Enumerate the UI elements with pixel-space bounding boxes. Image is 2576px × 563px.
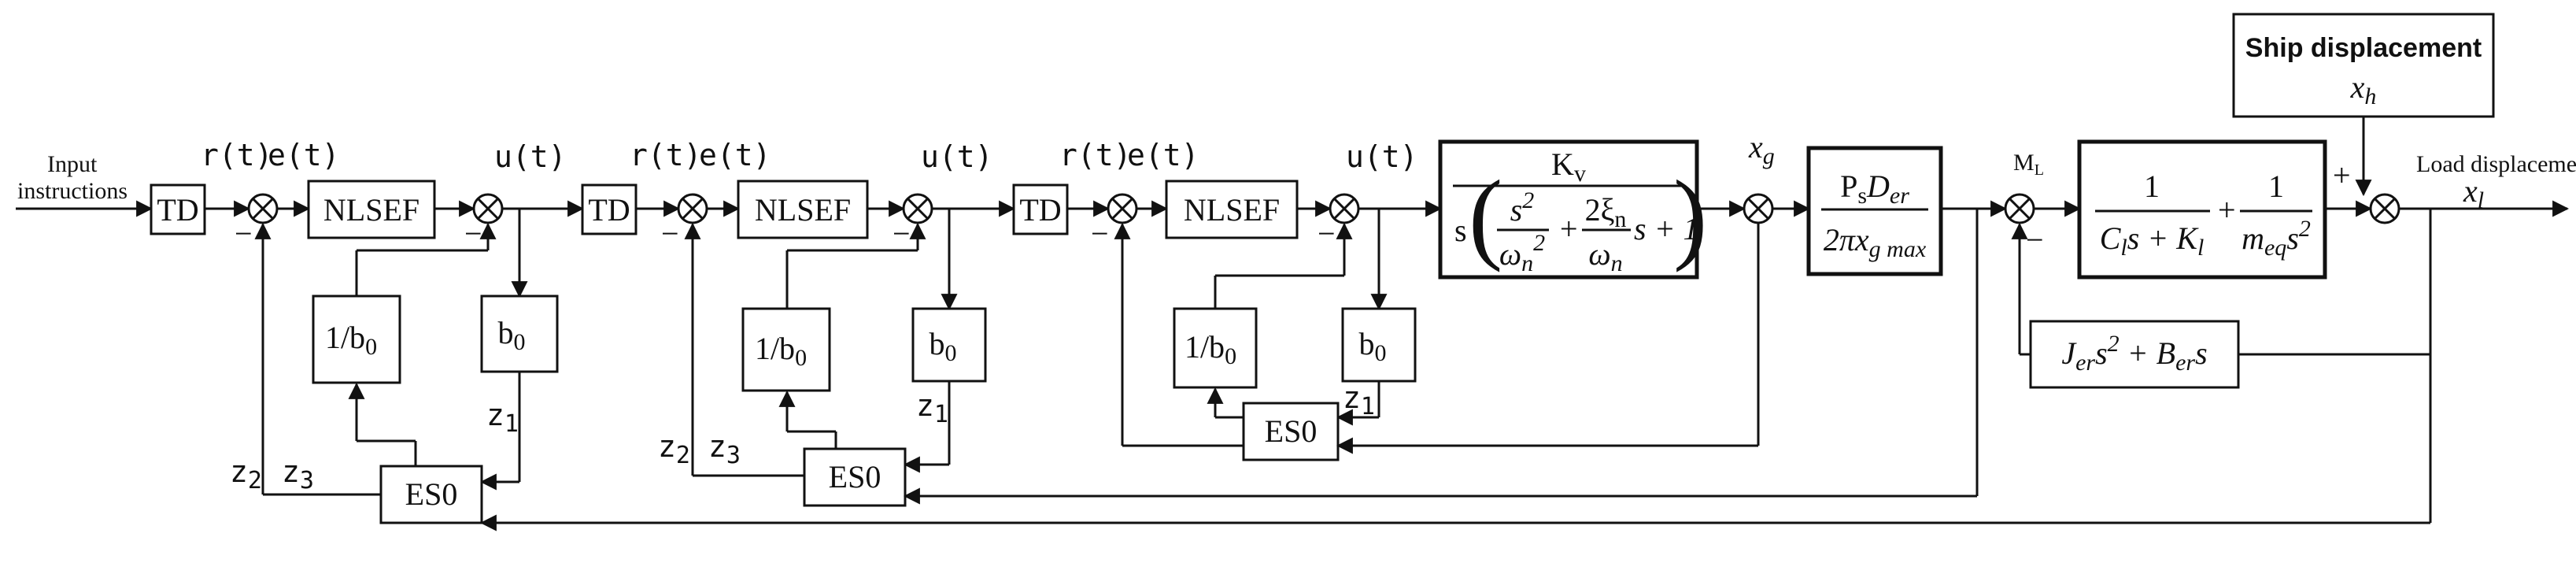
svg-text:Cls + Kl: Cls + Kl <box>2100 220 2205 261</box>
svg-text:PsDer: PsDer <box>1840 169 1909 209</box>
z1-label-3: z1 <box>1343 380 1375 420</box>
b0-label-2: b0 <box>930 326 957 366</box>
td-label-3: TD <box>1019 192 1061 228</box>
input-label-line1: Input <box>47 151 98 177</box>
nlsef-label-1: NLSEF <box>323 192 419 228</box>
svg-text:2πxg max: 2πxg max <box>1824 222 1927 262</box>
plant-block <box>2077 139 2327 280</box>
z3-label-1: z3 <box>282 454 314 494</box>
z1-label-1: z1 <box>486 398 519 438</box>
svg-text:s: s <box>1454 213 1467 248</box>
r-t-label-3: r(t) <box>1059 138 1132 172</box>
svg-text:+: + <box>2218 192 2236 228</box>
svg-text:Jers2 + Bers: Jers2 + Bers <box>2061 331 2207 376</box>
svg-text:1: 1 <box>2144 169 2160 204</box>
svg-text:): ) <box>1673 160 1707 273</box>
inv-b0-label-1: 1/b0 <box>325 320 377 360</box>
z3-label-2: z3 <box>708 429 741 469</box>
svg-text:Kv: Kv <box>1551 146 1586 187</box>
nlsef-label-3: NLSEF <box>1184 192 1280 228</box>
summing-junction-4 <box>1743 193 1774 224</box>
eso-label-2: ES0 <box>829 459 881 494</box>
minus-sign-1b: − <box>464 216 482 251</box>
xg-label: xg <box>1748 129 1775 169</box>
nlsef-block-3 <box>1165 180 1299 239</box>
load-displacement-label: Load displacement <box>2416 151 2576 177</box>
u-t-label-1: u(t) <box>494 139 567 174</box>
td-block-2 <box>581 183 638 235</box>
plant-transfer-function: 1 Cls + Kl + 1 meqs2 <box>2095 169 2312 261</box>
ship-displacement-title: Ship displacement <box>2245 33 2482 63</box>
load-displacement-var: xl <box>2463 173 2484 213</box>
r-t-label-2: r(t) <box>630 138 702 172</box>
svg-text:1: 1 <box>2268 169 2284 204</box>
svg-text:+: + <box>1560 211 1578 246</box>
eso-label-3: ES0 <box>1265 413 1318 449</box>
minus-sign-5: − <box>2026 222 2044 257</box>
svg-text:(: ( <box>1469 160 1502 273</box>
z2-label-2: z2 <box>658 429 690 469</box>
nlsef-block-2 <box>737 180 869 239</box>
e-t-label-1: e(t) <box>268 138 340 172</box>
svg-text:s + 1: s + 1 <box>1634 211 1699 246</box>
svg-text:ωn: ωn <box>1588 236 1622 276</box>
summing-junction-1b <box>472 193 504 224</box>
summing-junction-5 <box>2004 193 2035 224</box>
minus-sign-3a: − <box>1091 216 1109 251</box>
b0-block-3 <box>1341 307 1417 383</box>
ml-label: ML <box>2013 150 2044 179</box>
e-t-label-3: e(t) <box>1127 138 1199 172</box>
b0-label-1: b0 <box>498 315 526 355</box>
minus-sign-1a: − <box>235 216 253 251</box>
r-t-label-1: r(t) <box>201 138 273 172</box>
b0-label-3: b0 <box>1359 326 1387 366</box>
inv-b0-label-2: 1/b0 <box>755 331 807 371</box>
svg-text:s2: s2 <box>1510 187 1535 228</box>
nlsef-label-2: NLSEF <box>755 192 851 228</box>
inv-b0-block-2 <box>741 307 831 392</box>
u-t-label-3: u(t) <box>1346 139 1418 174</box>
svg-text:ωn2: ωn2 <box>1499 230 1545 276</box>
svg-text:2ξn: 2ξn <box>1585 192 1627 232</box>
eso-block-3 <box>1242 402 1340 461</box>
svg-text:meqs2: meqs2 <box>2242 216 2311 261</box>
eso-label-1: ES0 <box>405 476 458 512</box>
minus-sign-3b: − <box>1318 216 1336 251</box>
input-label-line2: instructions <box>17 178 128 204</box>
summing-junction-6 <box>2369 193 2400 224</box>
ship-displacement-var: xh <box>2350 69 2377 109</box>
u-t-label-2: u(t) <box>921 139 993 174</box>
gain-block <box>1806 146 1943 276</box>
summing-junction-2a <box>677 193 708 224</box>
summing-junction-3a <box>1107 193 1138 224</box>
valve-transfer-block <box>1438 139 1699 280</box>
td-label-1: TD <box>157 192 198 228</box>
plus-sign-6: + <box>2333 157 2351 193</box>
eso-block-2 <box>803 447 907 507</box>
td-block-3 <box>1012 183 1069 235</box>
inertia-damping-block <box>2029 320 2240 389</box>
e-t-label-2: e(t) <box>699 138 771 172</box>
inertia-damping-function: Jers2 + Bers <box>2061 331 2207 376</box>
ship-displacement-block <box>2232 13 2495 118</box>
minus-sign-2a: − <box>661 216 679 251</box>
inv-b0-label-3: 1/b0 <box>1185 329 1236 369</box>
minus-sign-2b: − <box>893 216 911 251</box>
td-label-2: TD <box>588 192 630 228</box>
z2-label-1: z2 <box>230 454 262 494</box>
gain-transfer-function: PsDer 2πxg max <box>1821 169 1928 262</box>
z1-label-2: z1 <box>916 388 948 428</box>
nlsef-block-1 <box>307 180 436 239</box>
inv-b0-block-1 <box>312 294 401 384</box>
summing-junction-1a <box>247 193 279 224</box>
valve-transfer-function: Kv s ( s2 ωn2 + 2ξn ωn s + 1 ) <box>1453 146 1707 276</box>
